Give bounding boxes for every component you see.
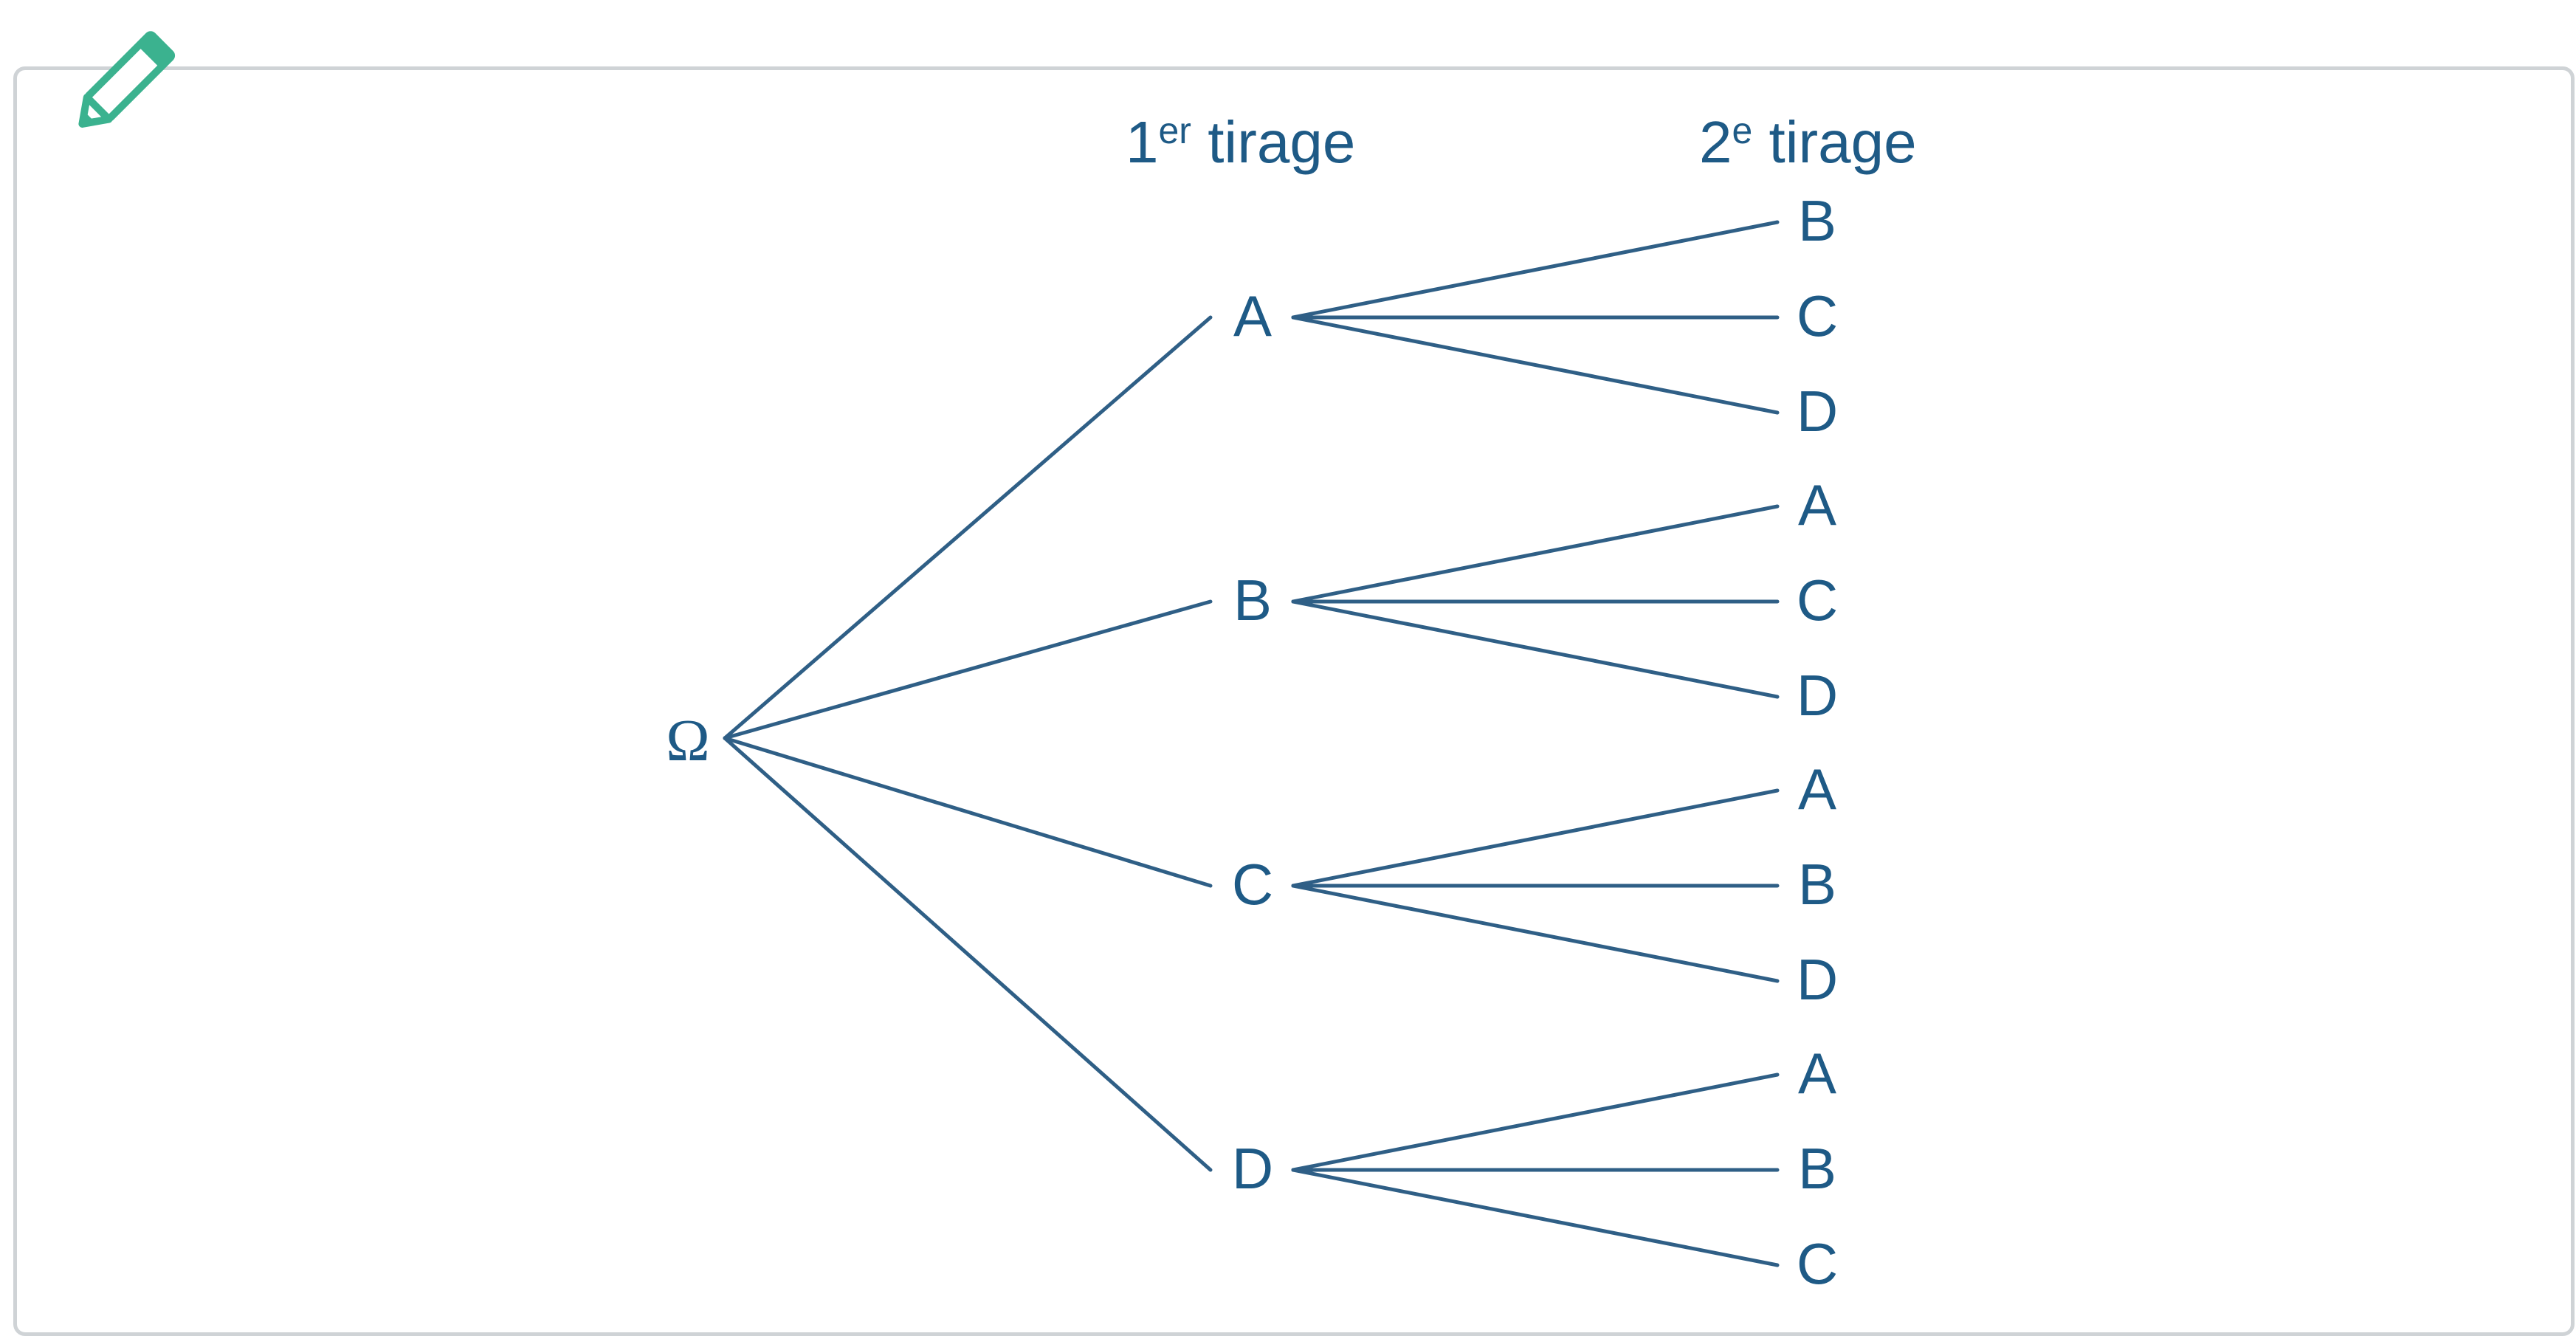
branch-root-to-node-3: [723, 736, 1213, 888]
second-draw-node-4-2: B: [1798, 1136, 1836, 1201]
second-draw-node-3-3: D: [1797, 947, 1838, 1012]
second-draw-node-2-2: C: [1797, 568, 1838, 633]
second-draw-node-3-2: B: [1798, 852, 1836, 917]
branch-node-3-to-1: [1291, 788, 1780, 888]
second-draw-node-4-1: A: [1798, 1041, 1836, 1106]
first-draw-node-4: D: [1232, 1136, 1273, 1201]
branch-root-to-node-1: [723, 315, 1213, 740]
branch-node-4-to-1: [1291, 1072, 1780, 1172]
branch-node-1-to-3: [1291, 315, 1780, 415]
first-draw-node-2: B: [1233, 568, 1272, 633]
second-draw-node-2-1: A: [1798, 472, 1836, 537]
first-draw-nodes: A B C D: [1232, 283, 1273, 1201]
second-draw-node-1-2: C: [1797, 283, 1838, 348]
branch-root-to-node-2: [723, 599, 1213, 740]
first-draw-node-3: C: [1232, 852, 1273, 917]
second-draw-heading: 2e tirage: [1699, 109, 1917, 175]
second-draw-nodes: B C D A C D A B D A B C: [1797, 188, 1838, 1296]
branch-node-3-to-3: [1291, 884, 1780, 983]
branch-root-to-node-4: [723, 736, 1213, 1172]
branch-node-4-to-3: [1291, 1168, 1780, 1267]
diagram-panel: [13, 66, 2575, 1336]
root-node-omega: Ω: [666, 709, 709, 774]
branch-node-2-to-1: [1291, 504, 1780, 604]
branch-node-1-to-1: [1291, 220, 1780, 320]
first-draw-heading: 1er tirage: [1126, 109, 1355, 175]
second-draw-node-1-3: D: [1797, 379, 1838, 444]
second-draw-node-4-3: C: [1797, 1231, 1838, 1296]
first-draw-node-1: A: [1233, 283, 1272, 348]
second-draw-node-3-1: A: [1798, 757, 1836, 822]
tree-edges: [723, 220, 1780, 1267]
second-draw-node-1-1: B: [1798, 188, 1836, 253]
second-draw-node-2-3: D: [1797, 663, 1838, 728]
branch-node-2-to-3: [1291, 599, 1780, 699]
pencil-icon: [78, 31, 176, 128]
